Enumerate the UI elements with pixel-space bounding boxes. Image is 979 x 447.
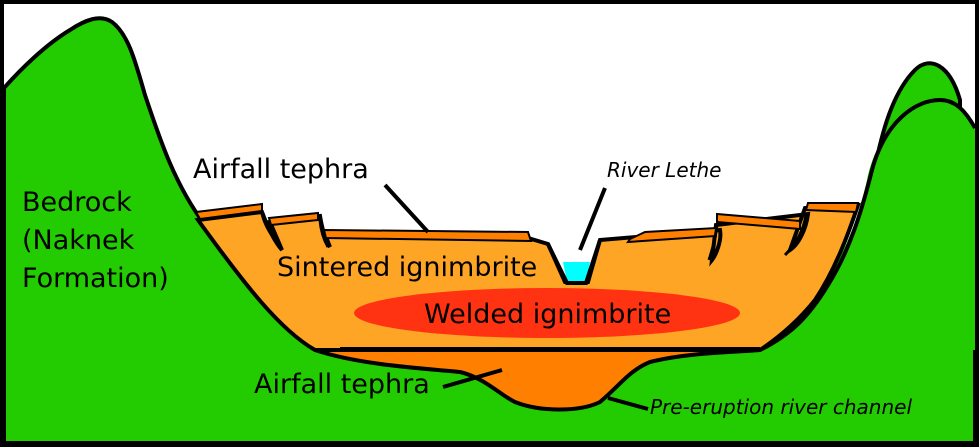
label-welded-ignimbrite: Welded ignimbrite (424, 299, 671, 330)
top-tephra-strip-5 (716, 212, 801, 231)
top-tephra-strip-2 (267, 211, 319, 227)
welded-ignimbrite-lens (354, 288, 740, 338)
right-hill-outline (759, 97, 977, 352)
top-tephra-strip-1 (194, 202, 263, 221)
right-hill (760, 100, 975, 350)
leader-line-river-lethe (578, 187, 607, 251)
fissure-3 (707, 223, 719, 261)
label-sintered-ignimbrite: Sintered ignimbrite (277, 252, 537, 283)
river-lethe-water (563, 262, 590, 282)
river-lethe-channel-outline (546, 239, 602, 285)
lower-airfall-tephra-layer (314, 348, 761, 412)
top-tephra-strip-3 (322, 228, 533, 243)
label-bedrock-line2: (Naknek (22, 225, 135, 256)
label-pre-eruption-channel: Pre-eruption river channel (650, 395, 912, 419)
leader-line-bottom-tephra (442, 368, 503, 389)
label-bedrock-line3: Formation) (22, 263, 169, 294)
top-tephra-strip-6 (804, 202, 860, 214)
fissure-1 (260, 213, 282, 247)
leader-line-channel (607, 396, 649, 411)
fissure-4 (783, 214, 808, 257)
label-airfall-tephra-bottom: Airfall tephra (254, 369, 430, 400)
label-river-lethe: River Lethe (607, 158, 721, 182)
fissure-2 (318, 219, 330, 248)
leader-line-top-tephra (383, 183, 430, 234)
label-bedrock-line1: Bedrock (22, 187, 132, 218)
label-airfall-tephra-top: Airfall tephra (193, 154, 369, 185)
